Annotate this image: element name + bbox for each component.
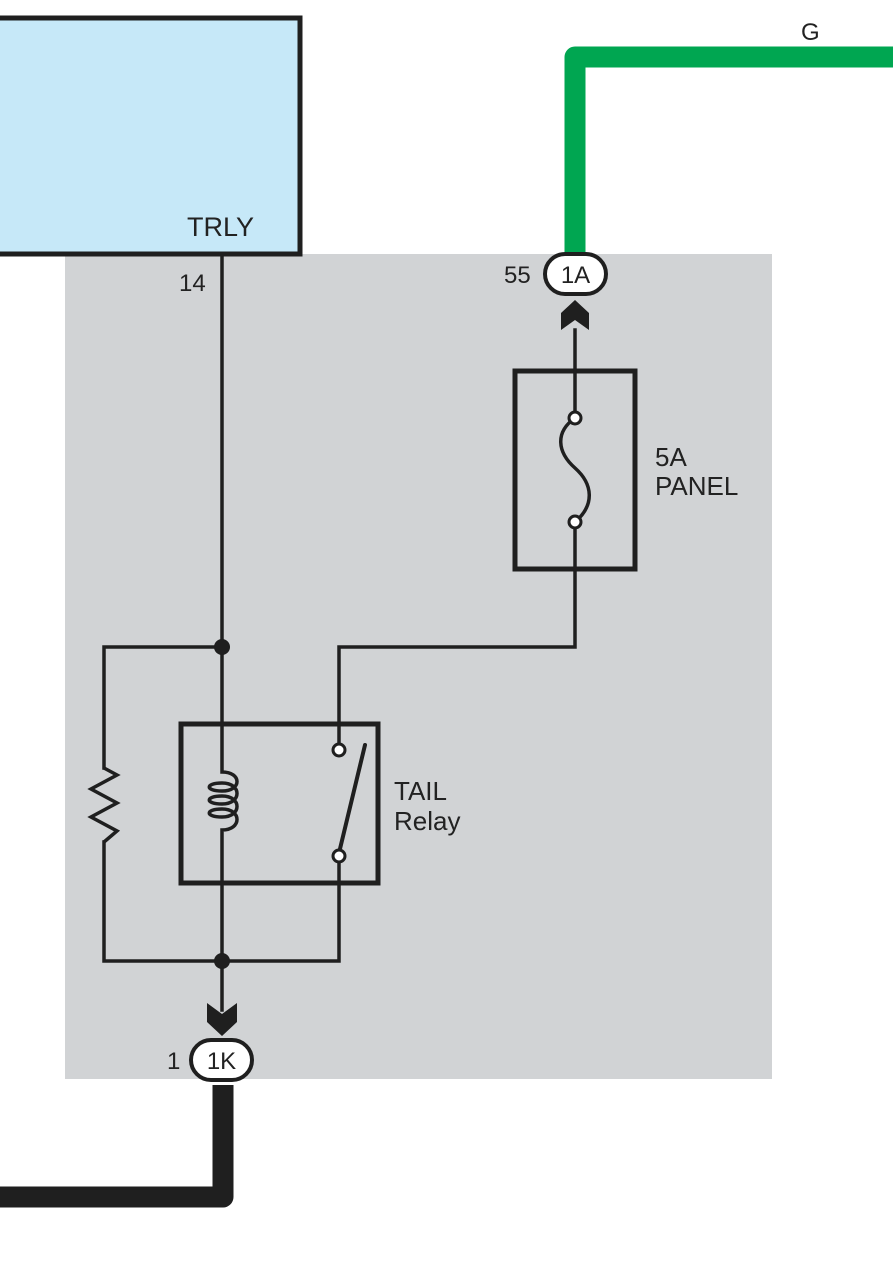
ecu-box <box>0 15 303 257</box>
relay-switch-wire <box>337 520 577 745</box>
top-connector-label: 1A <box>561 262 590 289</box>
junction-node-bottom <box>214 953 230 969</box>
wire-color-label: G <box>801 19 820 46</box>
relay-switch-terminal-top <box>331 742 347 758</box>
resistor-icon <box>87 766 121 844</box>
relay-box <box>178 721 381 886</box>
relay-coil-icon <box>207 764 239 844</box>
top-connector-pin: 55 <box>504 262 531 289</box>
relay-switch-icon <box>337 743 367 855</box>
green-wire <box>564 46 893 252</box>
junction-block-background <box>65 254 772 1079</box>
ecu-pin-number: 14 <box>179 270 206 297</box>
ecu-label: TRLY <box>187 212 254 242</box>
relay-label-line1: TAIL <box>394 776 447 806</box>
connector-arrow-icon-bottom <box>207 1003 237 1036</box>
fuse-terminal-bottom <box>567 514 583 530</box>
fuse-name: PANEL <box>655 471 738 501</box>
black-ground-wire <box>0 1085 234 1208</box>
bottom-connector <box>189 1038 254 1082</box>
top-connector <box>543 252 608 296</box>
fuse-rating: 5A <box>655 442 687 472</box>
bottom-connector-pin: 1 <box>167 1048 180 1075</box>
fuse-terminal-top <box>567 410 583 426</box>
connector-arrow-icon-top <box>561 300 589 330</box>
relay-switch-terminal-bottom <box>331 848 347 864</box>
bottom-connector-label: 1K <box>207 1048 236 1075</box>
fuse-icon <box>559 416 591 524</box>
relay-label-line2: Relay <box>394 806 460 836</box>
junction-node-top <box>214 639 230 655</box>
